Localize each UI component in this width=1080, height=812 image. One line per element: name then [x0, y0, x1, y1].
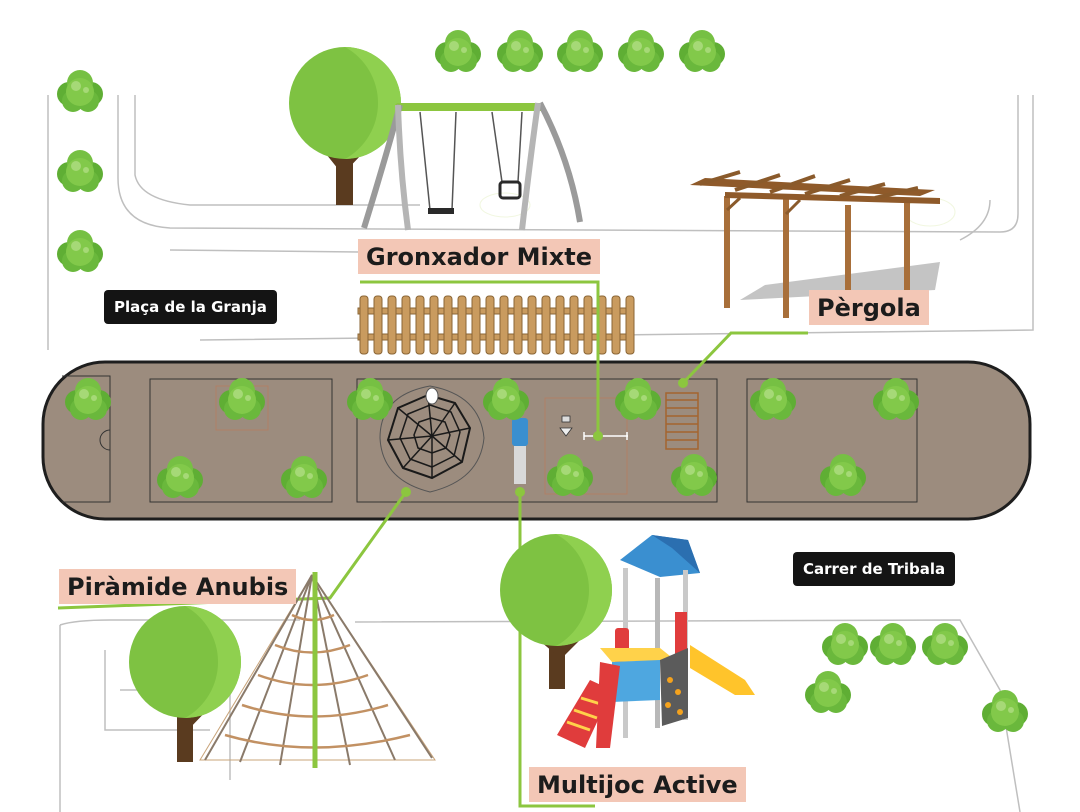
bush-column-left [57, 70, 103, 272]
label-pyramid: Piràmide Anubis [59, 569, 296, 604]
fence-illustration [358, 296, 634, 354]
swing-illustration [364, 103, 580, 230]
label-playset: Multijoc Active [529, 767, 746, 802]
street-label-plaza: Plaça de la Granja [104, 290, 277, 324]
bush-row-top [435, 30, 725, 72]
tree-top [289, 47, 401, 205]
label-swing: Gronxador Mixte [358, 239, 600, 274]
tree-bottom-left [129, 606, 241, 762]
tree-bottom-center [500, 534, 612, 689]
bush-group-right [805, 623, 1028, 732]
street-label-tribala: Carrer de Tribala [793, 552, 955, 586]
label-pergola: Pèrgola [809, 290, 929, 325]
